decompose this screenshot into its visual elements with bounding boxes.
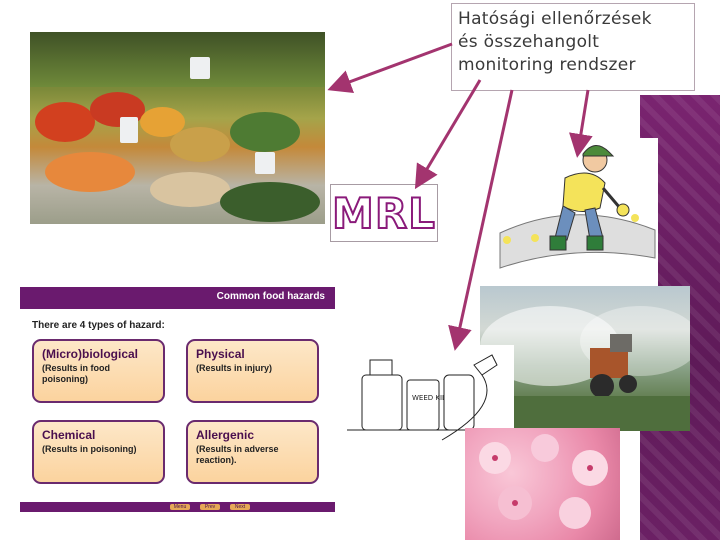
prev-button[interactable]: Prev xyxy=(200,504,220,510)
hazard-card-text: (Results in adverse reaction). xyxy=(196,444,279,465)
slide-header-title: Common food hazards xyxy=(216,291,325,302)
food-hazards-slide: Common food hazards There are 4 types of… xyxy=(20,287,335,512)
slide-subtitle: There are 4 types of hazard: xyxy=(32,320,165,331)
next-button[interactable]: Next xyxy=(230,504,250,510)
hazard-card-chemical: Chemical (Results in poisoning) xyxy=(32,420,165,484)
hazard-card-title: Physical xyxy=(196,347,245,361)
hazard-card-biological: (Micro)biological (Results in food poiso… xyxy=(32,339,165,403)
slide-header: Common food hazards xyxy=(20,287,335,309)
mrl-label-box: MRL xyxy=(330,184,438,242)
market-produce-photo xyxy=(30,32,325,224)
bottle-label: WEED KILL xyxy=(412,394,450,402)
hazard-card-text: (Results in poisoning) xyxy=(42,444,137,454)
callout-line-1: Hatósági ellenőrzések xyxy=(458,9,652,29)
mrl-label: MRL xyxy=(331,188,436,239)
arrow-to-market xyxy=(327,42,453,94)
callout-line-3: monitoring rendszer xyxy=(458,55,636,75)
hazard-card-title: Allergenic xyxy=(196,428,255,442)
menu-button[interactable]: Menu xyxy=(170,504,190,510)
farmer-illustration xyxy=(495,138,658,286)
callout-line-2: és összehangolt xyxy=(458,32,600,52)
slide-footer: Menu Prev Next xyxy=(20,502,335,512)
hazard-card-title: Chemical xyxy=(42,428,96,442)
cherry-blossom-photo xyxy=(465,428,620,540)
hazard-card-allergenic: Allergenic (Results in adverse reaction)… xyxy=(186,420,319,484)
hazard-card-title: (Micro)biological xyxy=(42,347,138,361)
tractor-spraying-photo xyxy=(480,286,690,431)
hazard-card-text: (Results in food poisoning) xyxy=(42,363,110,384)
control-callout-box: Hatósági ellenőrzések és összehangolt mo… xyxy=(451,3,695,91)
arrow-to-mrl xyxy=(414,79,482,190)
hazard-card-text: (Results in injury) xyxy=(196,363,273,373)
hazard-card-physical: Physical (Results in injury) xyxy=(186,339,319,403)
